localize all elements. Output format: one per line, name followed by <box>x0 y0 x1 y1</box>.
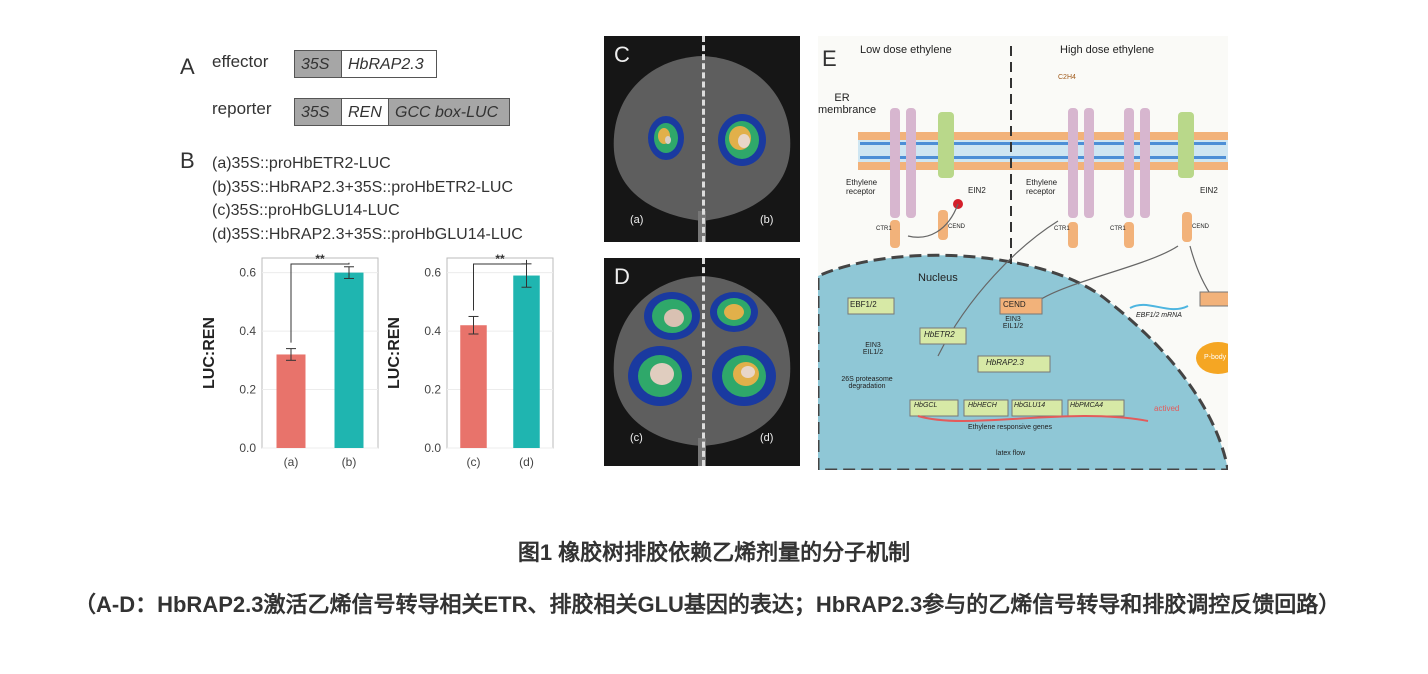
ethylene-receptor-left: Ethylene receptor <box>846 178 878 196</box>
panel-b-label: B <box>180 148 195 173</box>
panel-a: A effector 35S HbRAP2.3 reporter 35S REN… <box>180 44 580 134</box>
panel-b-legend: (a)35S::proHbETR2-LUC (b)35S::HbRAP2.3+3… <box>212 152 523 246</box>
leaf-d-right-label: (d) <box>760 432 774 444</box>
nucleus-label: Nucleus <box>918 272 958 284</box>
panel-e-label: E <box>822 46 837 71</box>
low-dose-label: Low dose ethylene <box>860 44 952 56</box>
actived-label: actived <box>1154 404 1180 413</box>
y-tick-label: 0.4 <box>239 324 256 338</box>
gene-hbpmca4: HbPMCA4 <box>1070 402 1104 409</box>
divider-line <box>702 258 705 466</box>
reporter-box-35s: 35S <box>294 98 342 126</box>
ein3-eil-left: EIN3 EIL1/2 <box>862 342 884 356</box>
legend-item-b: (b)35S::HbRAP2.3+35S::proHbETR2-LUC <box>212 178 514 196</box>
y-tick-label: 0.0 <box>424 441 441 455</box>
ctr1-mid-label: CTR1 <box>1054 226 1070 232</box>
x-tick-label: (d) <box>519 455 534 469</box>
bar-chart-etr2: 0.0 0.2 0.4 0.6 (a) (b) ** LUC:REN <box>201 252 379 469</box>
proteasome-label: 26S proteasome degradation <box>841 376 893 390</box>
cend-nucleus-label: CEND <box>1003 300 1026 309</box>
hbetr2-label: HbETR2 <box>924 330 955 339</box>
bar-chart-glu14: 0.0 0.2 0.4 0.6 (c) (d) ** LUC:REN <box>386 252 554 469</box>
legend-item-c: (c)35S::proHbGLU14-LUC <box>212 202 400 219</box>
effector-label: effector <box>212 52 269 71</box>
effector-box-gene: HbRAP2.3 <box>341 50 437 78</box>
ctr1-right-label: CTR1 <box>1110 226 1126 232</box>
leaf-c-left-label: (a) <box>630 214 644 226</box>
panel-a-label: A <box>180 54 195 79</box>
y-tick-label: 0.0 <box>239 441 256 455</box>
x-tick-label: (a) <box>284 455 299 469</box>
cend-left-label: CEND <box>948 224 966 230</box>
y-axis-label: LUC:REN <box>201 317 218 389</box>
y-tick-label: 0.2 <box>424 383 441 397</box>
figure-caption-subtitle-text: （A-D：HbRAP2.3激活乙烯信号转导相关ETR、排胶相关GLU基因的表达；… <box>74 592 1341 617</box>
gene-hbgcl: HbGCL <box>914 402 938 409</box>
significance-bracket <box>290 262 350 343</box>
reporter-box-ren: REN <box>341 98 389 126</box>
y-axis-label: LUC:REN <box>386 317 403 389</box>
y-tick-label: 0.6 <box>424 266 441 280</box>
high-dose-label: High dose ethylene <box>1060 44 1155 56</box>
gene-hbhech: HbHECH <box>968 402 997 409</box>
ebf12-label: EBF1/2 <box>850 300 877 309</box>
reporter-label: reporter <box>212 99 272 118</box>
y-tick-label: 0.2 <box>239 383 256 397</box>
leaf-c-right-label: (b) <box>760 214 774 226</box>
ein2-left-label: EIN2 <box>968 186 986 195</box>
reporter-box-luc: GCC box-LUC <box>388 98 510 126</box>
er-membrance-label: ER membrance <box>818 92 877 116</box>
ethylene-receptor-right: Ethylene receptor <box>1026 178 1058 196</box>
ein2-right-label: EIN2 <box>1200 186 1218 195</box>
panel-e-diagram: E Low dose ethylene High dose ethylene C… <box>818 36 1228 470</box>
cend-right-label: CEND <box>1192 224 1210 230</box>
bar-c <box>460 325 487 448</box>
significance-label: ** <box>495 252 505 266</box>
ebf-mrna-label: EBF1/2 mRNA <box>1136 312 1182 319</box>
figure: A effector 35S HbRAP2.3 reporter 35S REN… <box>180 36 1228 470</box>
x-tick-label: (b) <box>342 455 357 469</box>
y-tick-label: 0.4 <box>424 324 441 338</box>
divider-line <box>702 36 705 242</box>
panel-c-leaf-image: C (a) (b) <box>604 36 800 242</box>
leaf-d-left-label: (c) <box>630 432 643 444</box>
effector-box-35s: 35S <box>294 50 342 78</box>
panel-d-label: D <box>614 264 630 289</box>
x-tick-label: (c) <box>467 455 481 469</box>
pathway-diagram <box>818 46 1228 470</box>
significance-bracket <box>473 259 527 311</box>
ein3-eil-right: EIN3 EIL1/2 <box>1002 316 1024 330</box>
hbrap23-label: HbRAP2.3 <box>986 358 1024 367</box>
bar-a <box>276 354 306 448</box>
figure-caption-title: 图1 橡胶树排胶依赖乙烯剂量的分子机制 <box>517 540 911 565</box>
figure-caption-subtitle: （A-D：HbRAP2.3激活乙烯信号转导相关ETR、排胶相关GLU基因的表达；… <box>14 582 1414 628</box>
legend-item-d: (d)35S::HbRAP2.3+35S::proHbGLU14-LUC <box>212 225 523 243</box>
panel-d-leaf-image: D (c) (d) <box>604 258 800 466</box>
panel-c-label: C <box>614 42 630 67</box>
significance-label: ** <box>315 252 325 266</box>
legend-item-a: (a)35S::proHbETR2-LUC <box>212 155 391 172</box>
bar-d <box>513 275 540 448</box>
y-tick-label: 0.6 <box>239 266 256 280</box>
latex-flow-label: latex flow <box>996 450 1026 457</box>
gene-hbglu14: HbGLU14 <box>1014 402 1046 409</box>
c2h4-label: C2H4 <box>1058 74 1076 81</box>
bar-b <box>334 272 364 448</box>
responsive-genes-label: Ethylene responsive genes <box>968 424 1053 431</box>
ctr1-left-label: CTR1 <box>876 226 892 232</box>
pbody-label: P-body <box>1204 354 1227 361</box>
